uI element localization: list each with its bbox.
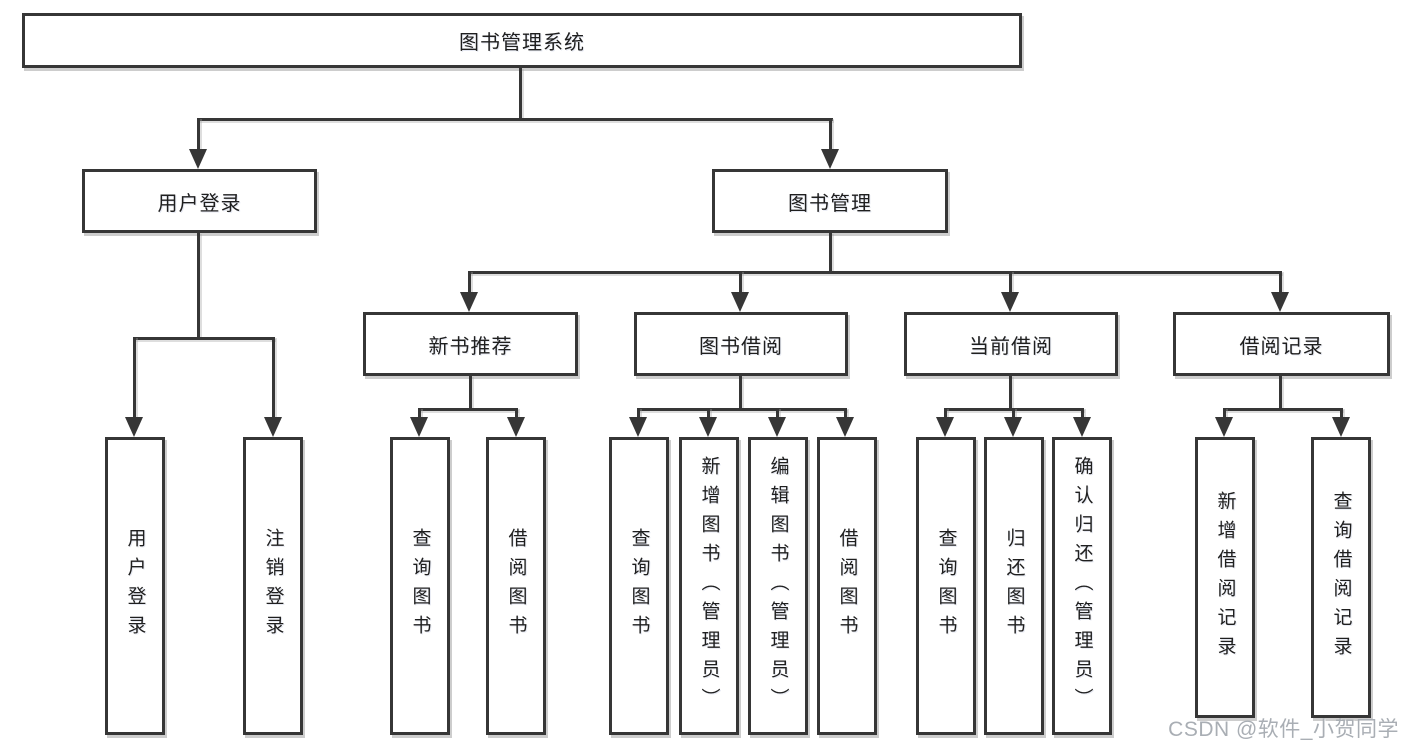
connector-root-rail	[197, 118, 833, 121]
leaf-cb-query-books-label: 查询图书	[935, 528, 957, 644]
connector-br-drop-1	[1223, 408, 1226, 419]
leaf-br-add-record: 新增借阅记录	[1195, 437, 1255, 718]
leaf-cb-confirm-return-admin: 确认归还（管理员）	[1052, 437, 1112, 735]
connector-bb-drop-4	[844, 408, 847, 419]
connector-nbr-stem	[469, 376, 472, 408]
leaf-cb-return-books: 归还图书	[984, 437, 1044, 735]
connector-bookmgmt-drop-4	[1279, 271, 1282, 295]
connector-root-drop-right	[829, 118, 832, 151]
connector-bb-drop-3	[776, 408, 779, 419]
node-current-borrow: 当前借阅	[904, 312, 1118, 376]
arrow-down-icon	[936, 417, 954, 437]
connector-cb-drop-1	[944, 408, 947, 419]
connector-userlogin-stem	[197, 233, 200, 337]
arrow-down-icon	[821, 149, 839, 169]
arrow-down-icon	[1332, 417, 1350, 437]
arrow-down-icon	[1004, 417, 1022, 437]
leaf-cb-confirm-return-admin-label: 确认归还（管理员）	[1071, 455, 1093, 717]
leaf-br-query-record: 查询借阅记录	[1311, 437, 1371, 718]
node-current-borrow-label: 当前借阅	[969, 335, 1053, 358]
arrow-down-icon	[189, 149, 207, 169]
connector-br-rail	[1223, 408, 1343, 411]
connector-bookmgmt-drop-2	[739, 271, 742, 295]
leaf-user-login-label: 用户登录	[124, 528, 146, 644]
arrow-down-icon	[1001, 292, 1019, 312]
arrow-down-icon	[125, 417, 143, 437]
connector-cb-drop-2	[1012, 408, 1015, 419]
connector-nbr-rail	[418, 408, 518, 411]
leaf-nbr-borrow-books: 借阅图书	[486, 437, 546, 735]
node-borrow-records-label: 借阅记录	[1239, 335, 1324, 358]
node-new-book-recommend: 新书推荐	[363, 312, 578, 376]
connector-nbr-drop-2	[515, 408, 518, 419]
leaf-bb-add-books-admin-label: 新增图书（管理员）	[698, 455, 720, 717]
leaf-nbr-borrow-books-label: 借阅图书	[505, 528, 527, 644]
arrow-down-icon	[264, 417, 282, 437]
node-book-management: 图书管理	[712, 169, 948, 233]
arrow-down-icon	[410, 417, 428, 437]
connector-userlogin-rail	[133, 337, 275, 340]
connector-cb-drop-3	[1081, 408, 1084, 419]
leaf-bb-edit-books-admin: 编辑图书（管理员）	[748, 437, 808, 735]
node-user-login: 用户登录	[82, 169, 317, 233]
arrow-down-icon	[1073, 417, 1091, 437]
connector-bookmgmt-rail	[468, 271, 1282, 274]
leaf-logout-label: 注销登录	[262, 528, 284, 644]
leaf-bb-query-books: 查询图书	[609, 437, 669, 735]
csdn-watermark: CSDN @软件_小贺同学	[1168, 718, 1399, 741]
connector-root-stem	[519, 68, 522, 118]
leaf-cb-query-books: 查询图书	[916, 437, 976, 735]
leaf-nbr-query-books-label: 查询图书	[409, 528, 431, 644]
node-book-borrow: 图书借阅	[634, 312, 848, 376]
arrow-down-icon	[1215, 417, 1233, 437]
connector-userlogin-drop-1	[133, 337, 136, 418]
node-book-borrow-label: 图书借阅	[699, 335, 783, 358]
arrow-down-icon	[507, 417, 525, 437]
connector-bb-stem	[739, 376, 742, 408]
arrow-down-icon	[836, 417, 854, 437]
arrow-down-icon	[699, 417, 717, 437]
connector-cb-stem	[1009, 376, 1012, 408]
leaf-nbr-query-books: 查询图书	[390, 437, 450, 735]
leaf-user-login: 用户登录	[105, 437, 165, 735]
connector-userlogin-drop-2	[272, 337, 275, 418]
connector-root-drop-left	[197, 118, 200, 151]
connector-bookmgmt-drop-1	[468, 271, 471, 295]
connector-bb-drop-2	[707, 408, 710, 419]
node-root-system: 图书管理系统	[22, 13, 1022, 68]
leaf-br-query-record-label: 查询借阅记录	[1330, 490, 1352, 665]
connector-nbr-drop-1	[418, 408, 421, 419]
leaf-cb-return-books-label: 归还图书	[1003, 528, 1025, 644]
node-new-book-recommend-label: 新书推荐	[428, 335, 513, 358]
leaf-bb-query-books-label: 查询图书	[628, 528, 650, 644]
connector-bb-rail	[637, 408, 847, 411]
node-root-system-label: 图书管理系统	[459, 32, 585, 54]
node-user-login-label: 用户登录	[157, 192, 242, 215]
node-borrow-records: 借阅记录	[1173, 312, 1390, 376]
arrow-down-icon	[460, 292, 478, 312]
leaf-bb-borrow-books-label: 借阅图书	[836, 528, 858, 644]
connector-br-drop-2	[1340, 408, 1343, 419]
connector-bookmgmt-stem	[829, 233, 832, 271]
leaf-bb-edit-books-admin-label: 编辑图书（管理员）	[767, 455, 789, 717]
connector-bookmgmt-drop-3	[1009, 271, 1012, 295]
connector-bb-drop-1	[637, 408, 640, 419]
arrow-down-icon	[768, 417, 786, 437]
connector-br-stem	[1279, 376, 1282, 408]
arrow-down-icon	[731, 292, 749, 312]
leaf-br-add-record-label: 新增借阅记录	[1214, 490, 1236, 665]
leaf-logout: 注销登录	[243, 437, 303, 735]
node-book-management-label: 图书管理	[788, 192, 872, 215]
leaf-bb-borrow-books: 借阅图书	[817, 437, 877, 735]
leaf-bb-add-books-admin: 新增图书（管理员）	[679, 437, 739, 735]
arrow-down-icon	[629, 417, 647, 437]
arrow-down-icon	[1271, 292, 1289, 312]
